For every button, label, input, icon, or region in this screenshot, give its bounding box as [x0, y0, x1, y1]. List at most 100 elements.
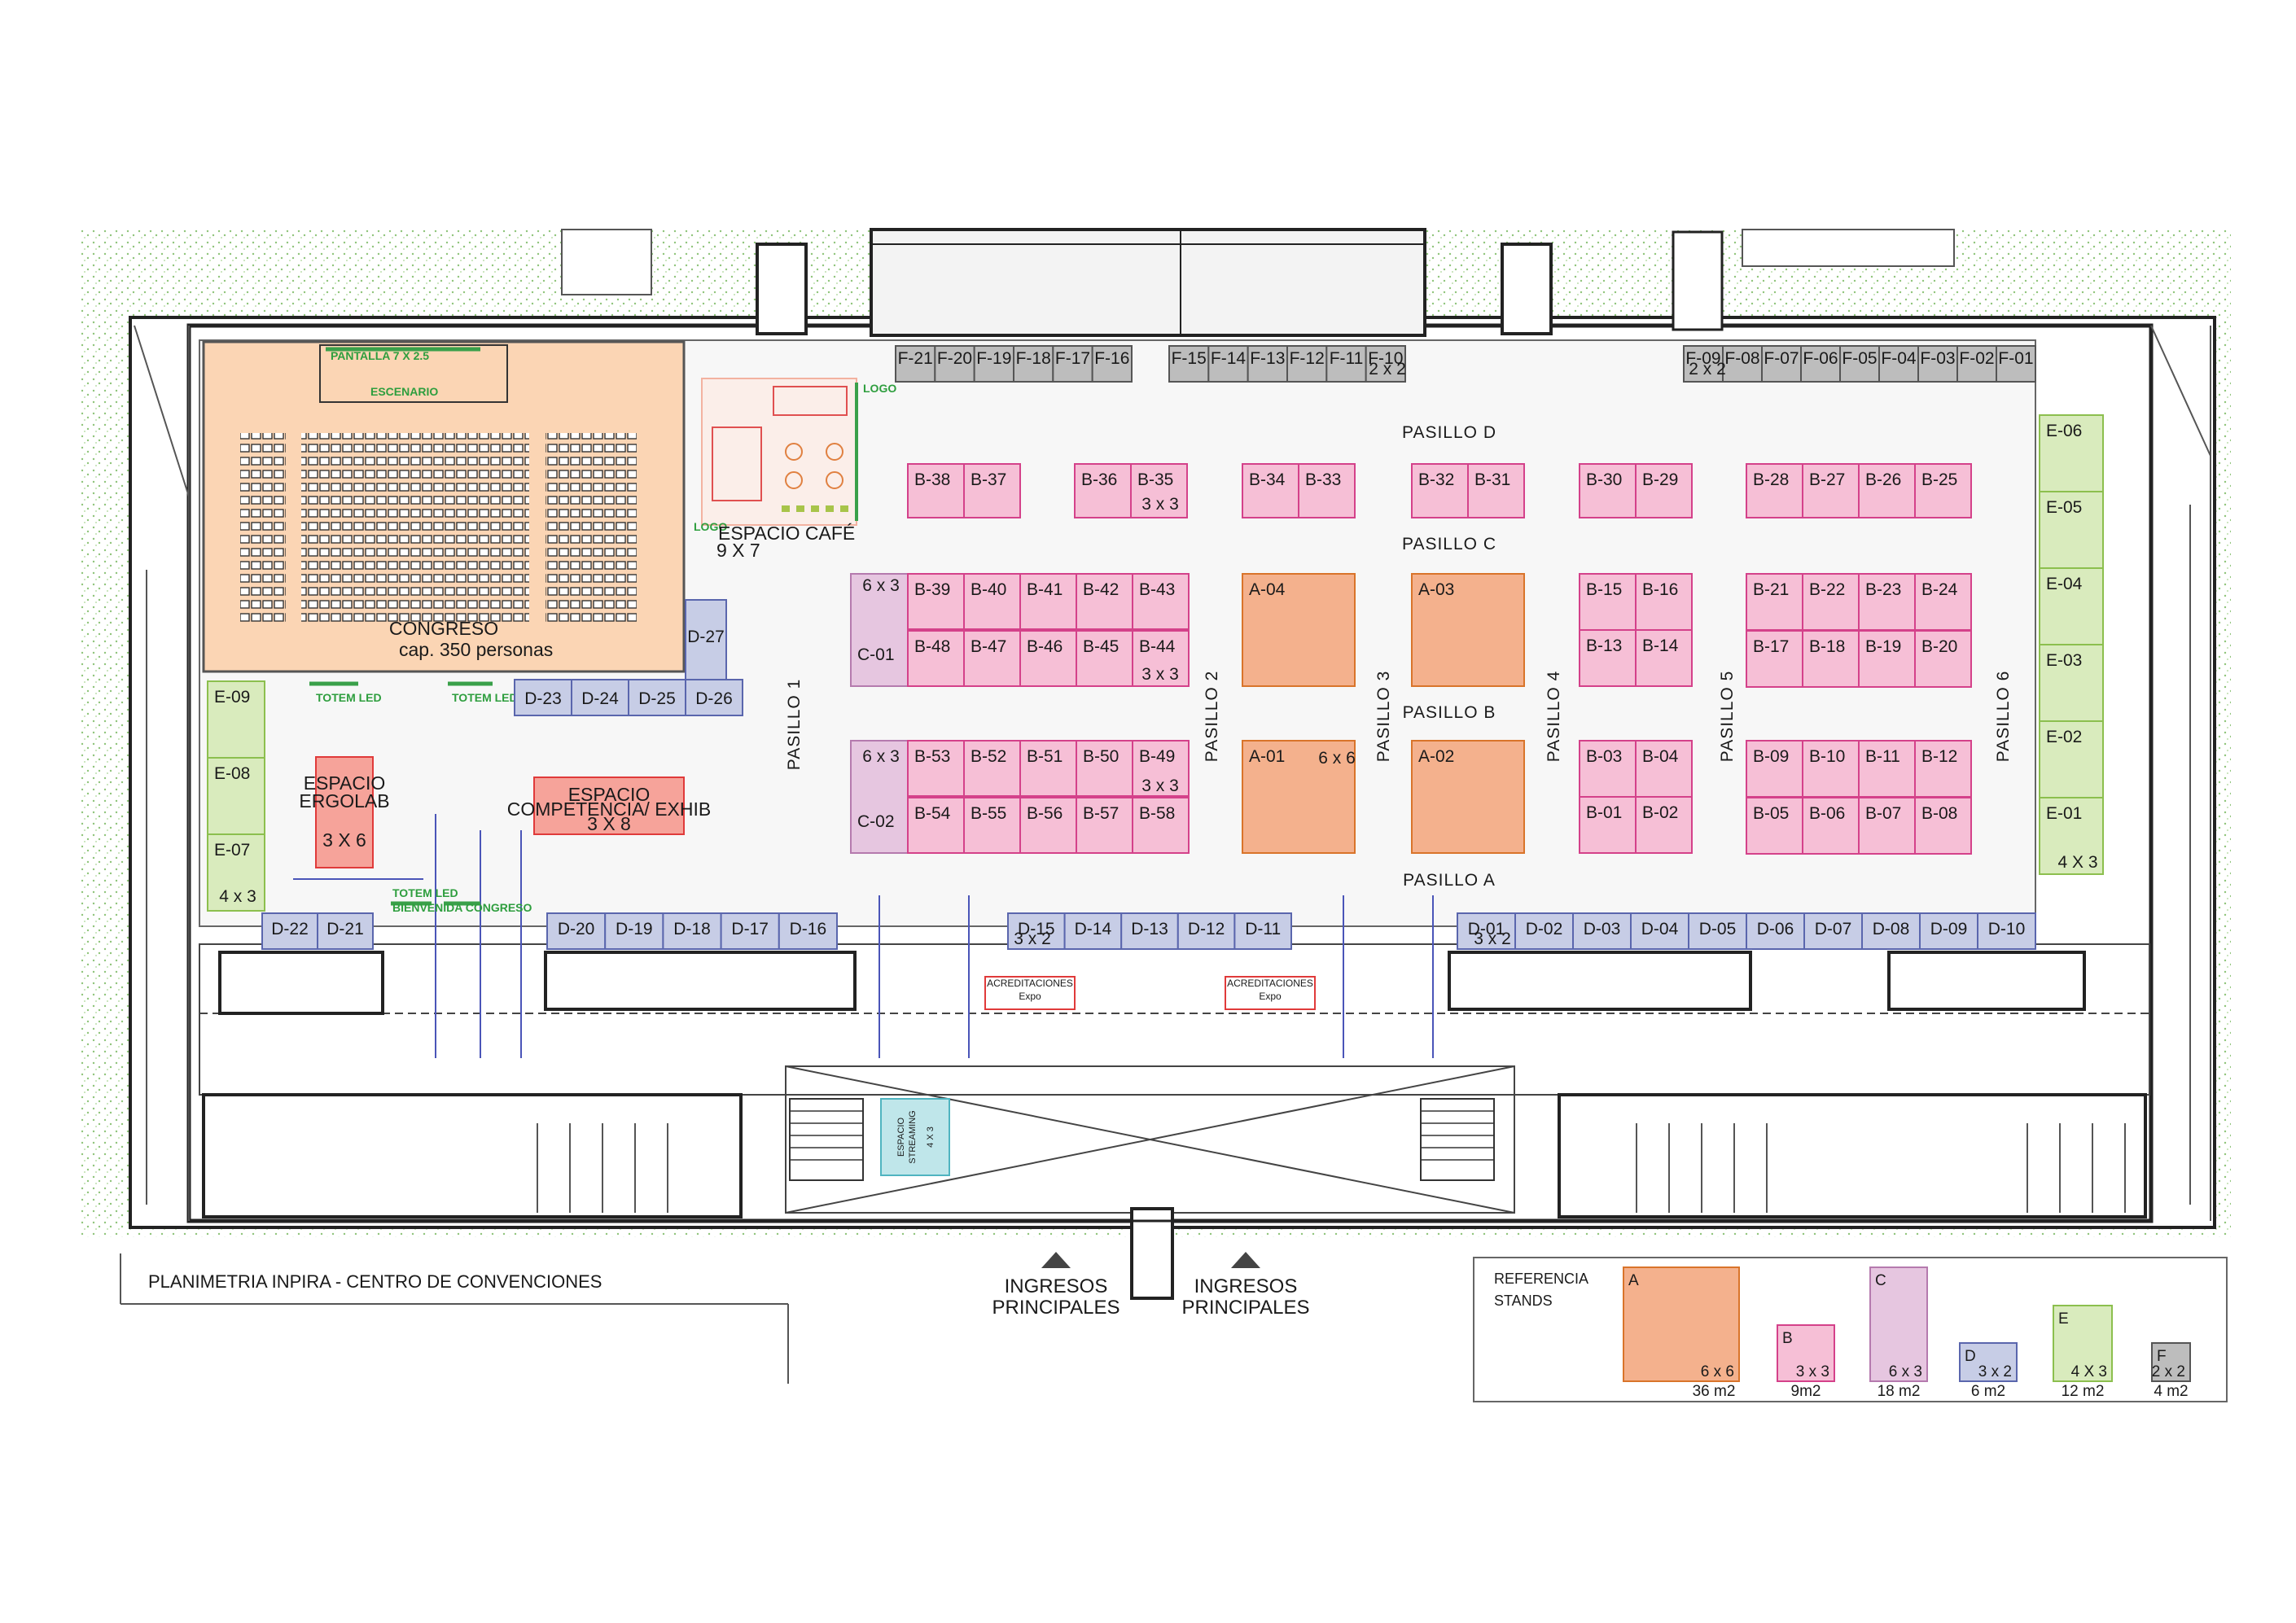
stand-b-58[interactable]: B-58: [1132, 797, 1190, 854]
stand-b-44[interactable]: B-44: [1132, 630, 1190, 687]
stand-b-42[interactable]: B-42: [1076, 573, 1133, 630]
stand-b-39[interactable]: B-39: [907, 573, 965, 630]
stand-e-01[interactable]: E-01: [2039, 797, 2104, 875]
stand-d-14[interactable]: D-14: [1063, 912, 1123, 950]
stand-b-20[interactable]: B-20: [1914, 630, 1972, 688]
stand-b-29[interactable]: B-29: [1635, 463, 1693, 518]
stand-b-33[interactable]: B-33: [1298, 463, 1356, 518]
stand-b-19[interactable]: B-19: [1858, 630, 1916, 688]
stand-d-21[interactable]: D-21: [317, 912, 374, 950]
stand-d-20[interactable]: D-20: [546, 912, 607, 950]
stand-b-41[interactable]: B-41: [1019, 573, 1077, 630]
stand-f-03[interactable]: F-03: [1917, 345, 1958, 383]
stand-e-06[interactable]: E-06: [2039, 414, 2104, 492]
stand-b-47[interactable]: B-47: [963, 630, 1021, 687]
stand-b-32[interactable]: B-32: [1411, 463, 1469, 518]
stand-f-17[interactable]: F-17: [1052, 345, 1093, 383]
stand-f-04[interactable]: F-04: [1878, 345, 1919, 383]
stand-d-04[interactable]: D-04: [1630, 912, 1689, 950]
stand-f-10[interactable]: F-10: [1365, 345, 1406, 383]
stand-f-13[interactable]: F-13: [1247, 345, 1288, 383]
stand-b-04[interactable]: B-04: [1635, 740, 1693, 798]
stand-f-12[interactable]: F-12: [1286, 345, 1328, 383]
stand-b-52[interactable]: B-52: [963, 740, 1021, 797]
stand-a-01[interactable]: A-01: [1242, 740, 1356, 854]
stand-f-06[interactable]: F-06: [1800, 345, 1841, 383]
stand-d-15[interactable]: D-15: [1007, 912, 1066, 950]
stand-b-38[interactable]: B-38: [907, 463, 965, 518]
stand-f-16[interactable]: F-16: [1091, 345, 1133, 383]
stand-b-45[interactable]: B-45: [1076, 630, 1133, 687]
stand-f-18[interactable]: F-18: [1013, 345, 1054, 383]
stand-d-25[interactable]: D-25: [628, 679, 686, 716]
stand-d-27[interactable]: D-27: [685, 599, 727, 680]
stand-b-37[interactable]: B-37: [963, 463, 1021, 518]
stand-b-12[interactable]: B-12: [1914, 740, 1972, 798]
stand-b-48[interactable]: B-48: [907, 630, 965, 687]
stand-b-46[interactable]: B-46: [1019, 630, 1077, 687]
stand-b-09[interactable]: B-09: [1746, 740, 1803, 798]
stand-b-02[interactable]: B-02: [1635, 796, 1693, 854]
stand-f-05[interactable]: F-05: [1839, 345, 1880, 383]
stand-f-20[interactable]: F-20: [934, 345, 975, 383]
stand-d-05[interactable]: D-05: [1688, 912, 1747, 950]
stand-b-49[interactable]: B-49: [1132, 740, 1190, 797]
stand-d-08[interactable]: D-08: [1861, 912, 1921, 950]
stand-b-27[interactable]: B-27: [1802, 463, 1860, 518]
stand-e-09[interactable]: E-09: [207, 680, 265, 759]
stand-d-13[interactable]: D-13: [1120, 912, 1179, 950]
stand-c-02[interactable]: C-02: [850, 740, 909, 854]
stand-b-23[interactable]: B-23: [1858, 573, 1916, 631]
stand-b-21[interactable]: B-21: [1746, 573, 1803, 631]
stand-f-09[interactable]: F-09: [1683, 345, 1724, 383]
stand-b-40[interactable]: B-40: [963, 573, 1021, 630]
stand-b-36[interactable]: B-36: [1074, 463, 1132, 518]
stand-f-21[interactable]: F-21: [895, 345, 936, 383]
stand-d-07[interactable]: D-07: [1803, 912, 1863, 950]
stand-b-22[interactable]: B-22: [1802, 573, 1860, 631]
stand-c-01[interactable]: C-01: [850, 573, 909, 687]
stand-d-24[interactable]: D-24: [571, 679, 629, 716]
stand-d-16[interactable]: D-16: [778, 912, 838, 950]
stand-b-14[interactable]: B-14: [1635, 629, 1693, 687]
stand-b-35[interactable]: B-35: [1130, 463, 1188, 518]
stand-b-54[interactable]: B-54: [907, 797, 965, 854]
stand-b-17[interactable]: B-17: [1746, 630, 1803, 688]
stand-b-51[interactable]: B-51: [1019, 740, 1077, 797]
stand-b-01[interactable]: B-01: [1579, 796, 1637, 854]
stand-f-08[interactable]: F-08: [1722, 345, 1763, 383]
stand-d-09[interactable]: D-09: [1919, 912, 1978, 950]
stand-f-11[interactable]: F-11: [1325, 345, 1367, 383]
stand-f-14[interactable]: F-14: [1207, 345, 1249, 383]
stand-b-53[interactable]: B-53: [907, 740, 965, 797]
stand-e-04[interactable]: E-04: [2039, 567, 2104, 645]
stand-e-05[interactable]: E-05: [2039, 491, 2104, 569]
stand-b-03[interactable]: B-03: [1579, 740, 1637, 798]
stand-b-16[interactable]: B-16: [1635, 573, 1693, 631]
stand-a-03[interactable]: A-03: [1411, 573, 1525, 687]
stand-d-17[interactable]: D-17: [720, 912, 780, 950]
stand-d-03[interactable]: D-03: [1572, 912, 1632, 950]
stand-a-04[interactable]: A-04: [1242, 573, 1356, 687]
stand-f-15[interactable]: F-15: [1168, 345, 1210, 383]
stand-b-07[interactable]: B-07: [1858, 797, 1916, 855]
stand-b-55[interactable]: B-55: [963, 797, 1021, 854]
stand-e-02[interactable]: E-02: [2039, 720, 2104, 798]
stand-b-43[interactable]: B-43: [1132, 573, 1190, 630]
stand-b-34[interactable]: B-34: [1242, 463, 1299, 518]
stand-b-06[interactable]: B-06: [1802, 797, 1860, 855]
stand-a-02[interactable]: A-02: [1411, 740, 1525, 854]
stand-b-08[interactable]: B-08: [1914, 797, 1972, 855]
stand-b-28[interactable]: B-28: [1746, 463, 1803, 518]
stand-d-12[interactable]: D-12: [1176, 912, 1236, 950]
stand-f-01[interactable]: F-01: [1996, 345, 2036, 383]
stand-d-06[interactable]: D-06: [1746, 912, 1805, 950]
stand-d-10[interactable]: D-10: [1977, 912, 2036, 950]
stand-e-03[interactable]: E-03: [2039, 644, 2104, 722]
stand-f-19[interactable]: F-19: [973, 345, 1014, 383]
stand-b-10[interactable]: B-10: [1802, 740, 1860, 798]
stand-b-11[interactable]: B-11: [1858, 740, 1916, 798]
stand-b-31[interactable]: B-31: [1467, 463, 1525, 518]
stand-b-56[interactable]: B-56: [1019, 797, 1077, 854]
stand-e-08[interactable]: E-08: [207, 757, 265, 835]
